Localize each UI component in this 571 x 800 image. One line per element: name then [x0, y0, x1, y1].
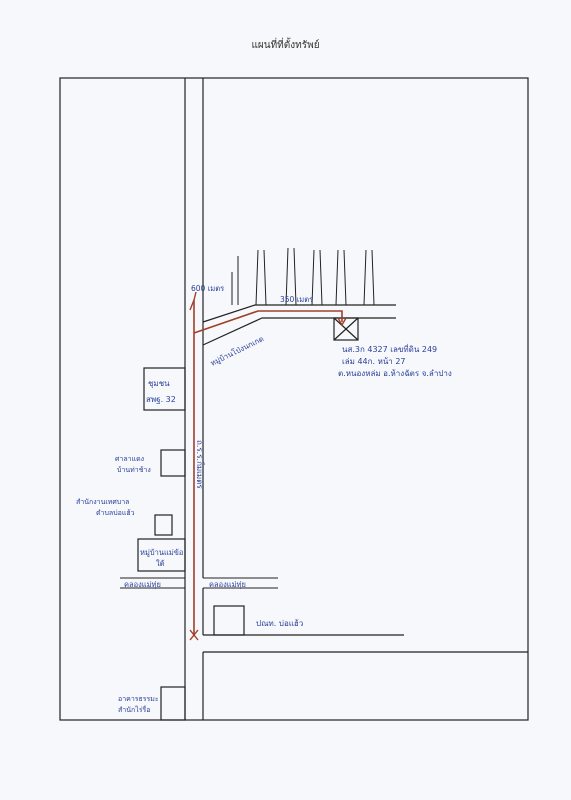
community-label-2: สพฐ. 32: [146, 395, 176, 404]
sala-label-1: ศาลาแดง: [115, 455, 144, 463]
canal-right-label: คลองแม่ทุ่ย: [209, 580, 246, 589]
post-office-building: [213, 605, 245, 636]
dharma-building: [160, 686, 186, 721]
office-label-2: ตำบลบ่อแฮ้ว: [96, 509, 135, 517]
property-deed-line-2: เล่ม 44ก. หน้า 27: [342, 357, 406, 366]
property-marker: [333, 317, 359, 341]
soi-lane-1: [231, 256, 239, 305]
post-office-label: ปณท. บ่อแฮ้ว: [256, 619, 303, 628]
community-label-1: ชุมชน: [148, 379, 170, 388]
village-road-upper-edge: [202, 304, 396, 323]
dharma-label-1: อาคารธรรมะ: [118, 695, 159, 703]
office-building: [154, 514, 173, 536]
sala-label-2: บ้านท่าช้าง: [117, 466, 151, 474]
main-road-label: ถ.ร.ร.ก็มเมตร: [195, 440, 205, 489]
distance-350-label: 350 เมตร: [280, 295, 313, 304]
soi-lane-4: [311, 249, 323, 306]
property-deed-line-3: ต.หนองหล่ม อ.ห้างฉัตร จ.ลำปาง: [338, 369, 452, 378]
office-label-1: สำนักงานเทศบาล: [76, 498, 129, 506]
map-frame: [59, 77, 529, 721]
hall-label-2: ใต้: [156, 559, 165, 568]
village-road-label: หมู่บ้านโป่งนกเกด: [209, 334, 265, 368]
village-road-lower-edge: [202, 317, 396, 346]
soi-lane-5: [335, 249, 347, 306]
dharma-label-2: สำนักไร่รื่อ: [118, 705, 150, 714]
page-title: แผนที่ที่ตั้งทรัพย์: [251, 40, 320, 51]
hall-label-1: หมู่บ้านแม่ข้อ: [140, 548, 183, 557]
sala-building: [160, 449, 186, 477]
soi-lane-2: [255, 249, 267, 306]
village-hall-building: [137, 538, 186, 572]
route-path: [189, 291, 347, 641]
community-building: [143, 367, 186, 411]
soi-lane-3: [285, 247, 297, 306]
canal-left-label: คลองแม่ทุ่ย: [124, 580, 161, 589]
distance-600-label: 600 เมตร: [191, 284, 224, 293]
property-deed-line-1: นส.3ก 4327 เลขที่ดิน 249: [342, 343, 437, 354]
soi-lane-6: [363, 249, 375, 306]
